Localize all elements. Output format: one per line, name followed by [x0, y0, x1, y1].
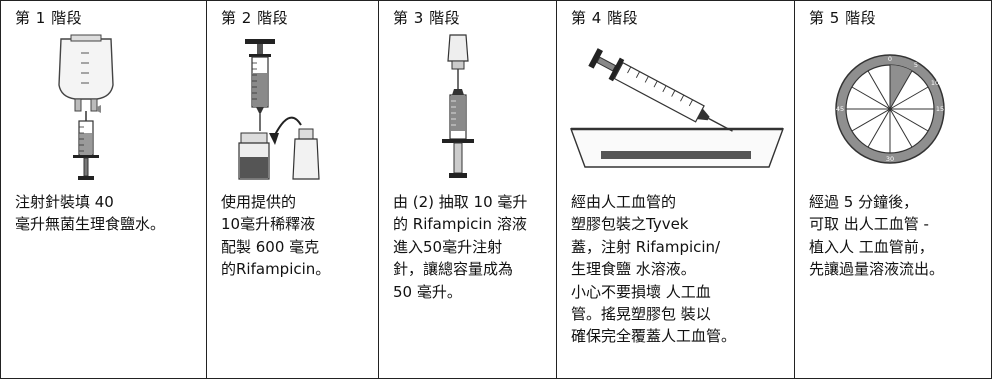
step-1-line: 毫升無菌生理食鹽水。 — [15, 215, 166, 234]
step-4-line: 小心不要損壞 人工血 — [571, 282, 711, 301]
step-2-line: 10毫升稀釋液 — [221, 215, 316, 234]
step-2-line: 配製 600 毫克 — [221, 237, 320, 256]
step-1-cell: 第 1 階段 — [1, 1, 207, 378]
clock-label: 45 — [836, 105, 844, 113]
step-3-line: 由 (2) 抽取 10 毫升 — [393, 193, 528, 211]
clock-label: 5 — [914, 61, 918, 69]
step-5-line: 先讓過量溶液流出。 — [809, 260, 945, 279]
step-1-heading: 第 1 階段 — [15, 9, 83, 27]
step-3-cell: 第 3 階段 由 (2) 抽取 — [379, 1, 557, 378]
step-4-line: 確保完全覆蓋人工血管。 — [571, 327, 737, 346]
step-4-text: 經由人工血管的 塑膠包裝之Tyvek 蓋，注射 Rifampicin/ 生理食鹽… — [571, 191, 788, 348]
syringe-vial-icon — [207, 33, 378, 183]
step-5-line: 植入人 工血管前， — [809, 237, 934, 256]
step-4-line: 塑膠包裝之Tyvek — [571, 215, 689, 234]
step-2-cell: 第 2 階段 — [207, 1, 379, 378]
clock-label: 0 — [888, 55, 892, 63]
clock-label: 30 — [886, 155, 894, 163]
step-3-line: 50 毫升。 — [393, 282, 462, 301]
step-5-cell: 第 5 階段 — [795, 1, 991, 378]
step-4-cell: 第 4 階段 — [557, 1, 795, 378]
step-5-line: 經過 5 分鐘後， — [809, 193, 919, 211]
step-4-line: 蓋，注射 Rifampicin/ — [571, 237, 721, 256]
step-2-heading: 第 2 階段 — [221, 9, 289, 27]
step-3-text: 由 (2) 抽取 10 毫升 的 Rifampicin 溶液 進入50毫升注射 … — [393, 191, 550, 303]
syringe-tray-icon — [557, 33, 794, 183]
clock-label: 15 — [936, 105, 944, 113]
step-4-line: 經由人工血管的 — [571, 193, 677, 211]
step-5-text: 經過 5 分鐘後， 可取 出人工血管 - 植入人 工血管前， 先讓過量溶液流出。 — [809, 191, 985, 281]
step-5-heading: 第 5 階段 — [809, 9, 877, 27]
step-1-line: 注射針裝填 40 — [15, 193, 114, 211]
step-3-line: 進入50毫升注射 — [393, 237, 503, 256]
step-3-line: 的 Rifampicin 溶液 — [393, 215, 527, 234]
step-3-heading: 第 3 階段 — [393, 9, 461, 27]
step-2-line: 使用提供的 — [221, 193, 297, 211]
step-2-line: 的Rifampicin。 — [221, 260, 331, 279]
step-4-line: 生理食鹽 水溶液。 — [571, 260, 696, 279]
syringe-bottle-icon — [379, 33, 556, 183]
step-3-line: 針，讓總容量成為 — [393, 260, 514, 279]
step-5-line: 可取 出人工血管 - — [809, 215, 929, 234]
step-1-text: 注射針裝填 40 毫升無菌生理食鹽水。 — [15, 191, 200, 236]
step-2-text: 使用提供的 10毫升稀釋液 配製 600 毫克 的Rifampicin。 — [221, 191, 372, 281]
clock-label: 10 — [931, 79, 939, 87]
step-4-line: 管。搖晃塑膠包 裝以 — [571, 305, 711, 324]
clock-icon: 0 5 10 15 30 45 — [795, 33, 991, 183]
step-4-heading: 第 4 階段 — [571, 9, 639, 27]
saline-bag-syringe-icon — [1, 33, 206, 183]
